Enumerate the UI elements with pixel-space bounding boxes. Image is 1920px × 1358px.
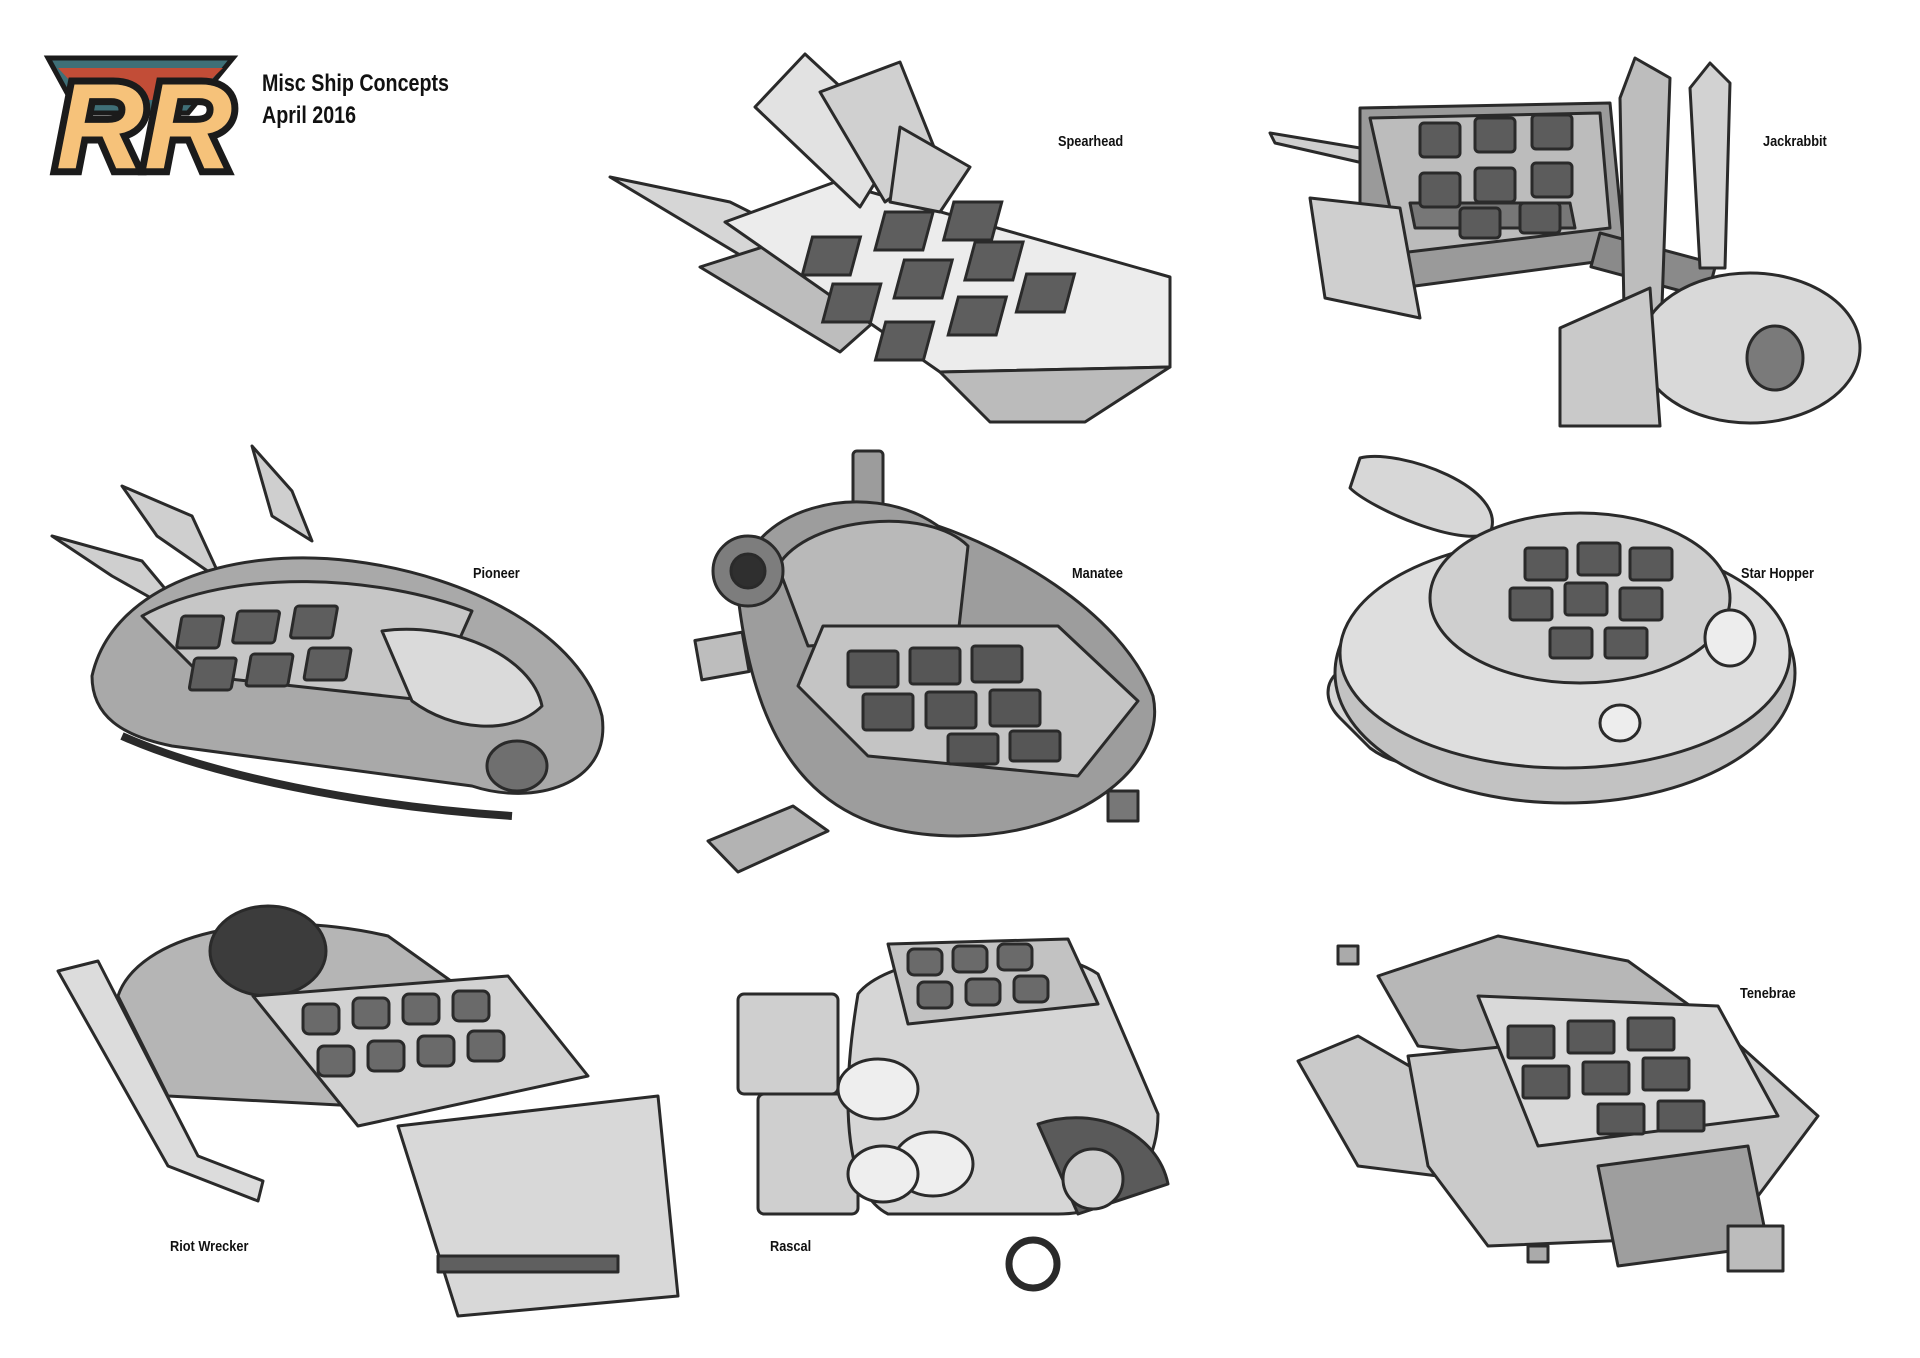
ship-label-manatee: Manatee: [1072, 565, 1124, 582]
page-date: April 2016: [262, 102, 357, 129]
ship-label-pioneer: Pioneer: [473, 565, 520, 582]
ship-label-spearhead: Spearhead: [1058, 133, 1124, 150]
rr-logo: RR RR: [38, 28, 243, 201]
ship-pioneer-illustration: [50, 444, 612, 820]
page-heading: Misc Ship Concepts April 2016: [262, 68, 490, 132]
ship-rascal-illustration: [736, 914, 1178, 1304]
ship-label-tenebrae: Tenebrae: [1740, 985, 1796, 1002]
ship-tenebrae-illustration: [1296, 916, 1820, 1318]
ship-label-star-hopper: Star Hopper: [1741, 565, 1814, 582]
ship-jackrabbit-illustration: [1268, 56, 1862, 428]
svg-text:RR: RR: [56, 58, 232, 194]
logo-text: RR: [56, 58, 232, 194]
ship-label-rascal: Rascal: [770, 1238, 812, 1255]
ship-label-jackrabbit: Jackrabbit: [1763, 133, 1827, 150]
ship-label-riot-wrecker: Riot Wrecker: [170, 1238, 249, 1255]
ship-manatee-illustration: [693, 436, 1168, 874]
page-title: Misc Ship Concepts: [262, 70, 449, 97]
ship-riot-wrecker-illustration: [56, 876, 680, 1318]
ship-star-hopper-illustration: [1310, 448, 1797, 818]
ship-spearhead-illustration: [608, 52, 1180, 427]
